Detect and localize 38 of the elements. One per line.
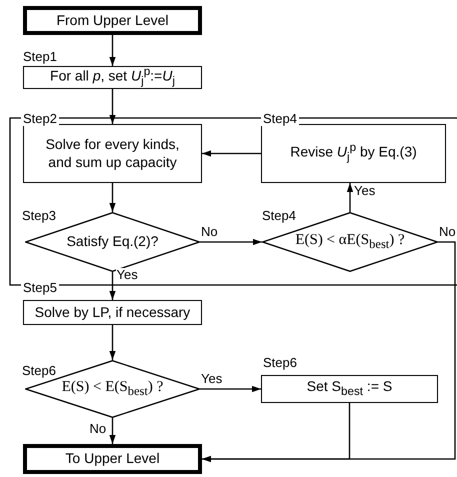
arrow <box>109 325 116 360</box>
arrow <box>202 150 261 157</box>
step-label: Step1 <box>21 50 59 64</box>
node-text: For all p, set U$_{j}$$^{p}$:=U$_{j}$ <box>50 65 175 90</box>
step-label: Step4 <box>260 209 298 223</box>
decision-diamond <box>262 212 438 272</box>
edge-label: No <box>438 225 457 239</box>
edge-label: No <box>88 422 108 436</box>
terminal-box <box>23 6 202 35</box>
edge-label: No <box>200 225 219 239</box>
node-text: Set S$_{best}$ := S <box>306 378 392 400</box>
arrow <box>109 89 116 124</box>
arrow <box>346 183 354 212</box>
arrow <box>109 418 116 444</box>
node-text: Solve for every kinds, and sum up capacity <box>44 136 180 171</box>
terminal-box <box>23 444 202 474</box>
node-text: From Upper Level <box>56 12 169 30</box>
arrow <box>109 35 116 66</box>
node-text: Satisfy Eq.(2)? <box>66 233 158 251</box>
edge-label: Yes <box>353 184 376 198</box>
step-label: Step2 <box>21 112 59 126</box>
edge-label: Yes <box>200 372 224 386</box>
step-label: Step4 <box>261 112 299 126</box>
arrow <box>200 238 262 246</box>
node-text: E(S) < E(S$_{best}$) ? <box>62 378 164 400</box>
arrow <box>200 386 261 392</box>
edge-label: Yes <box>116 268 139 282</box>
arrow <box>202 241 456 462</box>
node-text: Revise U$_{j}$$^{p}$ by Eq.(3) <box>290 141 417 166</box>
step-label: Step6 <box>261 356 299 370</box>
node-text: To Upper Level <box>65 450 160 468</box>
step-label: Step5 <box>21 281 59 295</box>
step-label: Step6 <box>20 364 58 378</box>
node-text: Solve by LP, if necessary <box>34 304 190 322</box>
node-text: E(S) < αE(S$_{best}$) ? <box>295 231 405 253</box>
arrow <box>109 183 116 212</box>
step-label: Step3 <box>20 209 58 223</box>
arrow <box>109 272 116 300</box>
